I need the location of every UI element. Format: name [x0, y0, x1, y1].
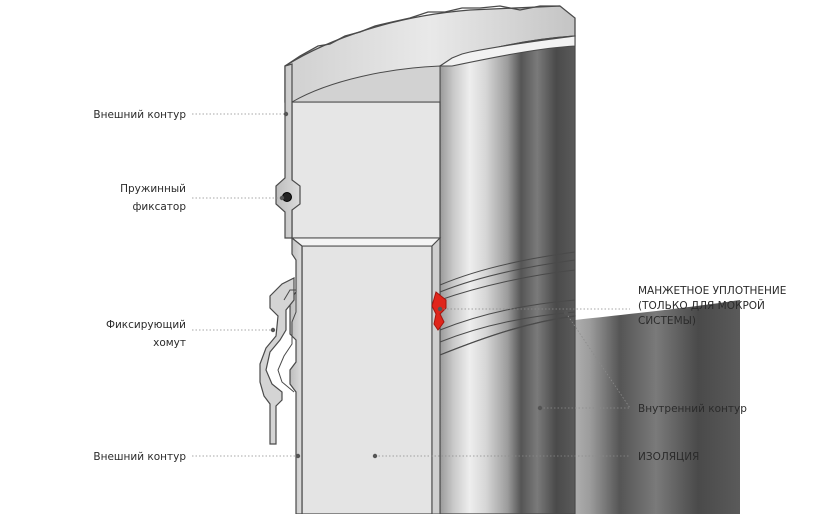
inner-pipe-upper-body: [439, 35, 576, 356]
label-outer-contour-top: Внешний контур: [93, 109, 186, 121]
label-spring-lock-line1: Пружинный: [120, 183, 186, 195]
clamp: [259, 277, 295, 445]
inner-pipe-rim: [438, 35, 576, 67]
label-seal-line3: СИСТЕМЫ): [638, 315, 696, 327]
lower-insulation: [301, 245, 433, 514]
label-seal-line2: (ТОЛЬКО ДЛЯ МОКРОЙ: [638, 299, 765, 312]
seal-band-base: [439, 299, 576, 331]
label-clamp-line1: Фиксирующий: [106, 319, 186, 331]
label-seal-line1: МАНЖЕТНОЕ УПЛОТНЕНИЕ: [638, 285, 786, 297]
label-inner-contour: Внутренний контур: [638, 403, 747, 415]
label-outer-contour-bottom: Внешний контур: [93, 451, 186, 463]
leader-dots: [270, 111, 569, 459]
upper-insulation-top: [290, 65, 441, 103]
seal-band-lower: [439, 269, 576, 301]
inner-pipe-lower-body: [439, 315, 576, 514]
seal-band-base-2: [439, 311, 576, 343]
leader-lines: [192, 113, 631, 457]
outer-wall-lower: [289, 236, 303, 514]
label-clamp-line2: хомут: [153, 337, 186, 349]
label-spring-lock-line2: фиксатор: [132, 201, 186, 213]
clamp-inner-edge: [277, 289, 297, 393]
label-insulation: ИЗОЛЯЦИЯ: [638, 451, 699, 463]
seal-gasket: [431, 291, 447, 331]
seal-band-upper: [439, 251, 576, 286]
upper-insulation: [291, 101, 441, 239]
seal-band-mid: [439, 259, 576, 293]
outer-pipe-cut-edge: [284, 5, 560, 67]
inner-wall-strip: [431, 236, 441, 514]
lower-insulation-top: [290, 237, 442, 247]
